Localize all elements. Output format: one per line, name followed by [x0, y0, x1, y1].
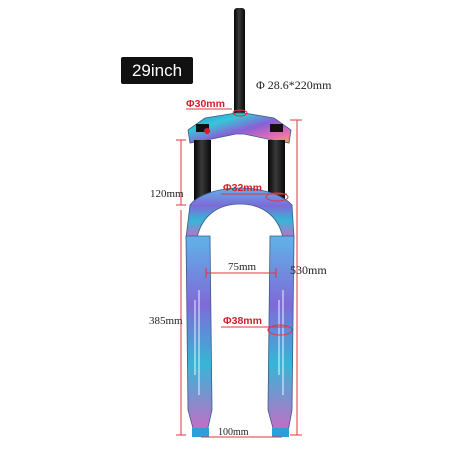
dim-385-label: 385mm — [149, 315, 183, 327]
dim-530-label: 530mm — [290, 263, 327, 277]
dimension-lines — [176, 108, 302, 438]
left-dropout — [192, 428, 209, 437]
red-adjuster — [204, 128, 210, 134]
right-top-cap — [270, 124, 283, 132]
diameter-ellipses — [232, 109, 293, 336]
dim-100-label: 100mm — [218, 427, 249, 438]
phi32-label: Φ32mm — [223, 182, 262, 194]
leg-graphics — [194, 290, 284, 395]
right-stanchion — [268, 140, 285, 210]
phi38-label: Φ38mm — [223, 315, 262, 327]
steerer-spec-label: Φ 28.6*220mm — [256, 78, 332, 92]
left-top-cap — [196, 124, 209, 132]
dim-75-label: 75mm — [228, 261, 257, 273]
steerer-tube — [234, 8, 245, 120]
fork-arch — [185, 187, 295, 239]
right-dropout — [272, 428, 289, 437]
phi30-label: Φ30mm — [186, 98, 225, 110]
size-badge: 29inch — [121, 57, 193, 84]
dim-120-label: 120mm — [150, 188, 184, 200]
left-stanchion — [194, 140, 211, 210]
